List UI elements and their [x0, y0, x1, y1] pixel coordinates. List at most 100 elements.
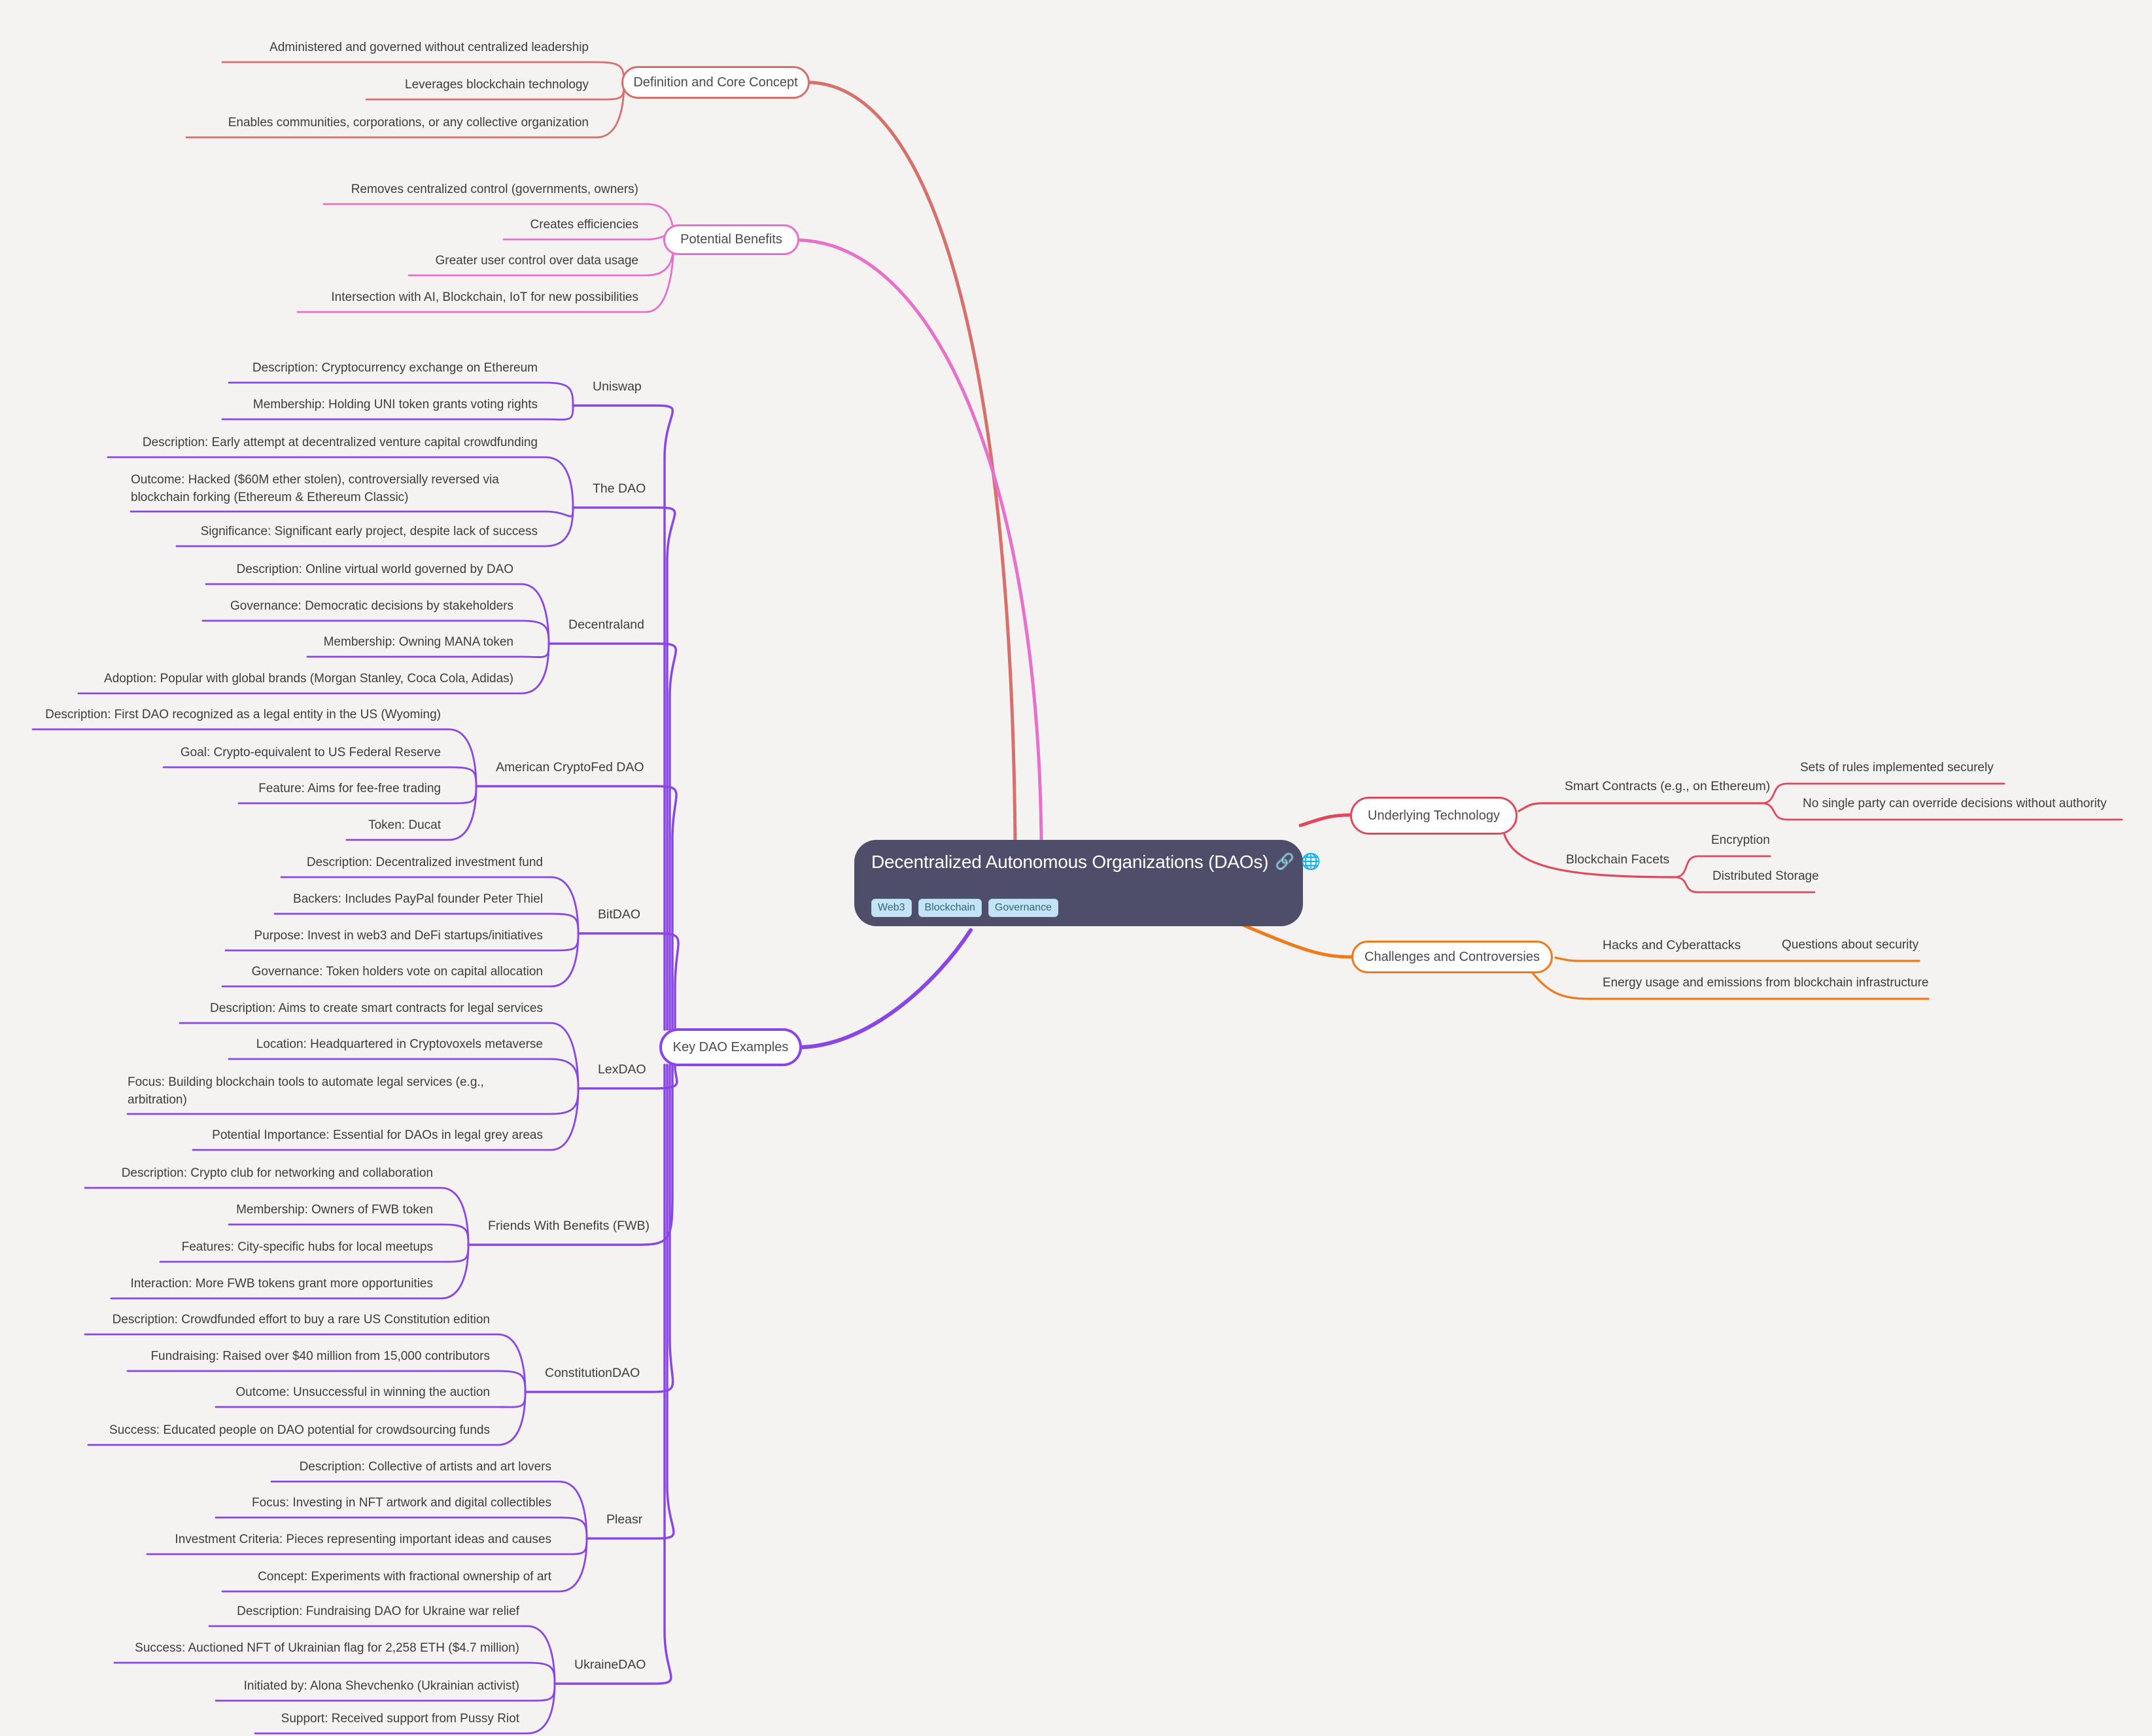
leaf-label[interactable]: Concept: Experiments with fractional own… [258, 1570, 551, 1584]
edge-line [1531, 971, 1930, 1000]
group-label[interactable]: ConstitutionDAO [545, 1366, 640, 1380]
group-label[interactable]: UkraineDAO [574, 1658, 646, 1672]
leaf-label[interactable]: Leverages blockchain technology [405, 78, 589, 92]
leaf-label[interactable]: Administered and governed without centra… [269, 41, 589, 54]
leaf-label[interactable]: Focus: Building blockchain tools to auto… [128, 1075, 484, 1107]
edge-line [1518, 802, 1764, 812]
leaf-label[interactable]: Goal: Crypto-equivalent to US Federal Re… [180, 746, 441, 759]
leaf-label[interactable]: Fundraising: Raised over $40 million fro… [150, 1349, 490, 1363]
leaf-label[interactable]: Focus: Investing in NFT artwork and digi… [252, 1496, 551, 1510]
leaf-label[interactable]: Success: Educated people on DAO potentia… [109, 1423, 490, 1437]
leaf-label[interactable]: Adoption: Popular with global brands (Mo… [104, 672, 513, 686]
group-label[interactable]: LexDAO [598, 1062, 646, 1077]
edge-line [1762, 802, 2123, 821]
group-label-blockchain-facets[interactable]: Blockchain Facets [1566, 852, 1670, 867]
edge-line [273, 912, 580, 935]
leaf-label[interactable]: Greater user control over data usage [435, 254, 638, 268]
edge-line [221, 1537, 588, 1593]
leaf-label[interactable]: Governance: Democratic decisions by stak… [230, 599, 513, 613]
root-title: Decentralized Autonomous Organizations (… [871, 852, 1269, 872]
globe-icon[interactable]: 🌐 [1301, 853, 1321, 871]
group-label-hacks-cyberattacks[interactable]: Hacks and Cyberattacks [1603, 938, 1741, 952]
leaf-label[interactable]: Governance: Token holders vote on capita… [251, 965, 543, 979]
edge-line [572, 404, 674, 1031]
leaf-label[interactable]: Energy usage and emissions from blockcha… [1603, 976, 1929, 990]
edge-line [221, 404, 574, 421]
edge-line [547, 642, 677, 1031]
leaf-label[interactable]: Enables communities, corporations, or an… [228, 116, 589, 130]
leaf-label[interactable]: Description: Fundraising DAO for Ukraine… [237, 1605, 519, 1618]
group-label[interactable]: Decentraland [568, 617, 644, 632]
leaf-label[interactable]: Outcome: Unsuccessful in winning the auc… [235, 1385, 490, 1399]
leaf-label[interactable]: Investment Criteria: Pieces representing… [175, 1533, 551, 1546]
leaf-label[interactable]: Outcome: Hacked ($60M ether stolen), con… [131, 473, 499, 504]
leaf-label[interactable]: Support: Received support from Pussy Rio… [281, 1712, 519, 1726]
edge-line [110, 1243, 470, 1300]
branch-box-underlying-technology[interactable]: Underlying Technology [1350, 797, 1518, 835]
edge-line [215, 1516, 588, 1540]
link-icon[interactable]: 🔗 [1275, 853, 1295, 871]
leaf-label[interactable]: Description: Early attempt at decentrali… [142, 436, 538, 449]
leaf-label[interactable]: Encryption [1711, 833, 1770, 847]
leaf-label[interactable]: Description: Decentralized investment fu… [306, 856, 543, 869]
edge-line [228, 381, 574, 407]
edge-line [192, 1087, 580, 1151]
edge-line [107, 456, 574, 509]
group-label[interactable]: Friends With Benefits (FWB) [488, 1219, 650, 1233]
branch-box-challenges[interactable]: Challenges and Controversies [1351, 941, 1553, 973]
edge-line [1675, 855, 1771, 878]
group-label[interactable]: The DAO [593, 481, 646, 496]
leaf-label[interactable]: Token: Ducat [368, 818, 441, 832]
leaf-label[interactable]: Description: First DAO recognized as a l… [45, 708, 441, 721]
tag-row: Web3 Blockchain Governance [871, 899, 1286, 917]
leaf-label[interactable]: Interaction: More FWB tokens grant more … [130, 1277, 433, 1291]
leaf-label[interactable]: Intersection with AI, Blockchain, IoT fo… [331, 290, 638, 304]
edge-line [175, 506, 574, 547]
leaf-label[interactable]: Features: City-specific hubs for local m… [181, 1240, 433, 1254]
branch-box-label: Underlying Technology [1368, 808, 1500, 823]
leaf-label[interactable]: Purpose: Invest in web3 and DeFi startup… [254, 929, 543, 943]
leaf-label[interactable]: Backers: Includes PayPal founder Peter T… [293, 892, 543, 906]
edge-line [800, 928, 973, 1049]
leaf-label[interactable]: Potential Importance: Essential for DAOs… [212, 1128, 543, 1142]
leaf-label[interactable]: Initiated by: Alona Shevchenko (Ukrainia… [243, 1679, 519, 1693]
edge-line [808, 80, 1017, 846]
tag-governance: Governance [988, 899, 1059, 917]
branch-box-definition[interactable]: Definition and Core Concept [621, 66, 810, 99]
leaf-label[interactable]: Significance: Significant early project,… [200, 525, 538, 538]
leaf-label[interactable]: Removes centralized control (governments… [351, 182, 638, 196]
leaf-label[interactable]: Success: Auctioned NFT of Ukrainian flag… [135, 1641, 519, 1655]
edge-line [524, 1064, 674, 1393]
leaf-label[interactable]: No single party can override decisions w… [1803, 797, 2107, 810]
leaf-label[interactable]: Description: Crowdfunded effort to buy a… [112, 1313, 490, 1327]
leaf-label[interactable]: Creates efficiencies [530, 218, 638, 232]
group-label[interactable]: American CryptoFed DAO [496, 760, 644, 774]
branch-box-potential-benefits[interactable]: Potential Benefits [663, 224, 799, 255]
group-label[interactable]: BitDAO [598, 907, 641, 922]
branch-box-key-dao-examples[interactable]: Key DAO Examples [659, 1028, 802, 1066]
leaf-label[interactable]: Feature: Aims for fee-free trading [258, 782, 441, 795]
group-label-smart-contracts[interactable]: Smart Contracts (e.g., on Ethereum) [1565, 779, 1771, 793]
leaf-label[interactable]: Distributed Storage [1712, 869, 1819, 883]
edge-line [475, 785, 678, 1031]
edge-line [126, 1370, 527, 1393]
leaf-label[interactable]: Description: Online virtual world govern… [236, 563, 513, 576]
leaf-label[interactable]: Description: Aims to create smart contra… [210, 1001, 543, 1015]
edge-line [502, 232, 675, 242]
edge-line [228, 1058, 580, 1090]
leaf-label[interactable]: Description: Collective of artists and a… [299, 1460, 551, 1474]
edge-line [228, 1223, 470, 1246]
leaf-label[interactable]: Questions about security [1782, 938, 1919, 952]
leaf-label[interactable]: Description: Cryptocurrency exchange on … [252, 361, 538, 375]
leaf-label[interactable]: Membership: Holding UNI token grants vot… [252, 398, 538, 411]
group-label[interactable]: Uniswap [593, 379, 642, 394]
group-label[interactable]: Pleasr [606, 1512, 643, 1527]
leaf-label[interactable]: Description: Crypto club for networking … [121, 1166, 433, 1180]
edge-line [201, 619, 550, 645]
tag-web3: Web3 [871, 899, 912, 917]
leaf-label[interactable]: Sets of rules implemented securely [1800, 761, 1994, 774]
leaf-label[interactable]: Location: Headquartered in Cryptovoxels … [256, 1037, 543, 1051]
root-node[interactable]: Decentralized Autonomous Organizations (… [854, 840, 1321, 926]
leaf-label[interactable]: Membership: Owners of FWB token [236, 1203, 433, 1217]
leaf-label[interactable]: Membership: Owning MANA token [323, 635, 513, 649]
